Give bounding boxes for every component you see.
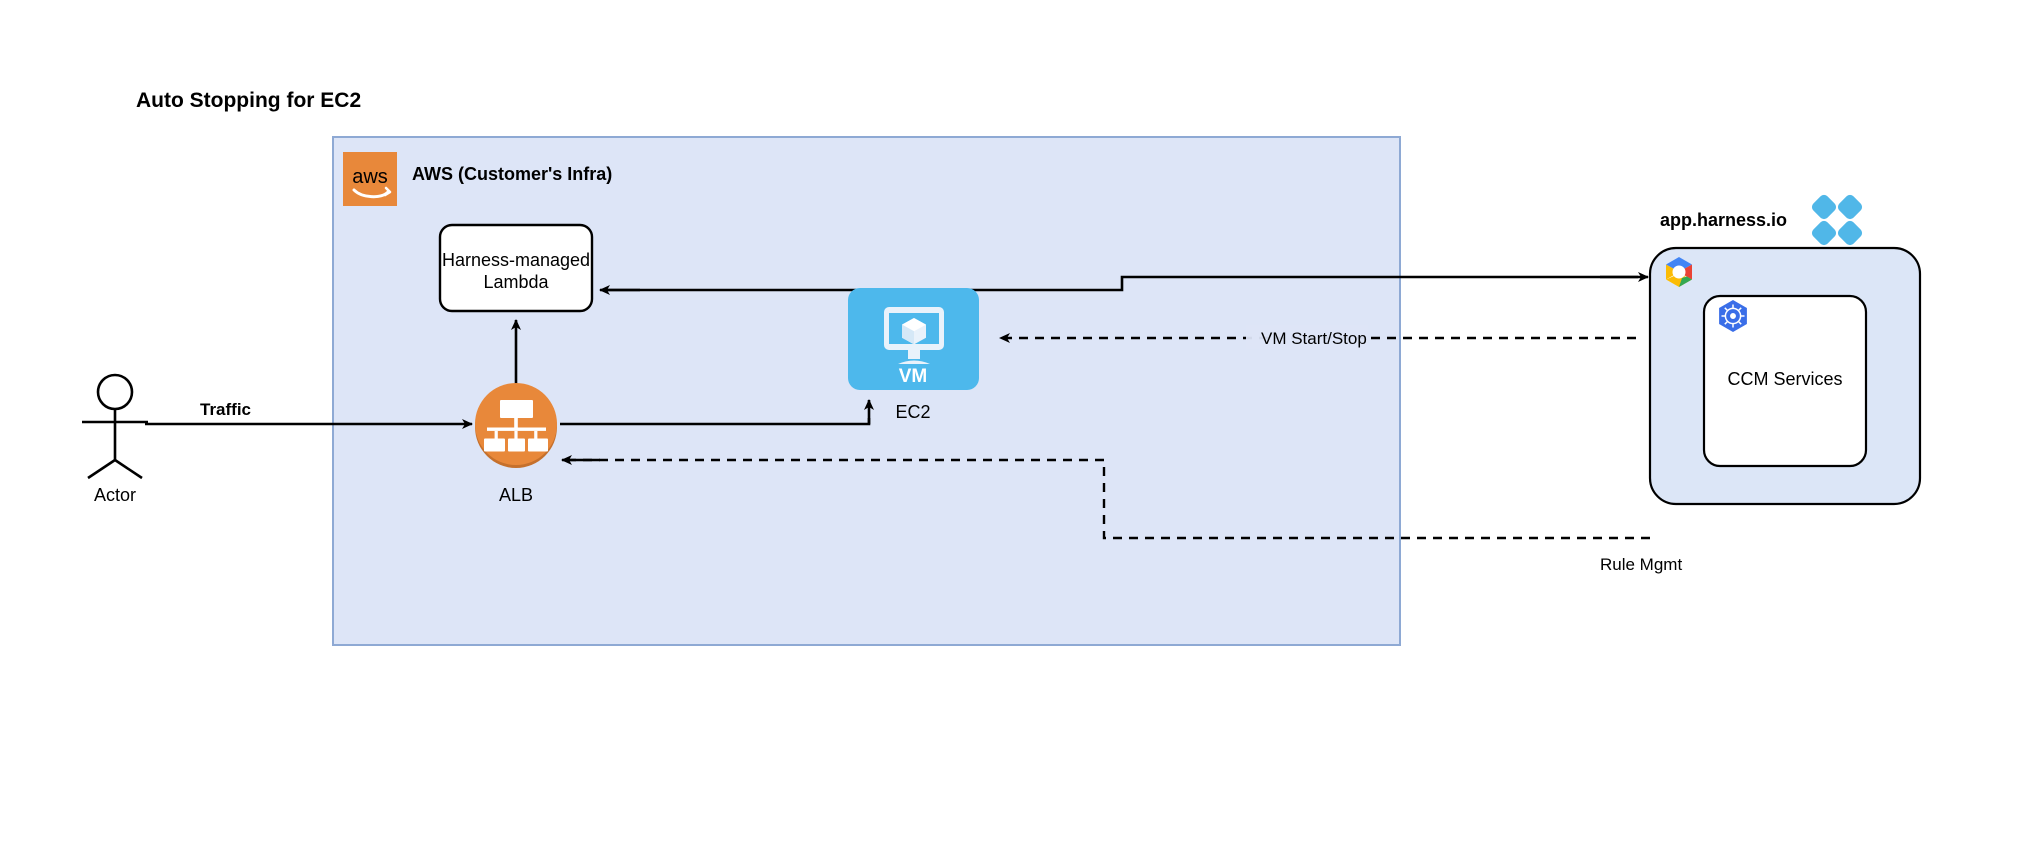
edge-vm-start-stop-label-bg xyxy=(1246,325,1368,349)
edge-rule-mgmt-label: Rule Mgmt xyxy=(1600,555,1682,574)
harness-logo xyxy=(1811,194,1863,246)
edge-rule-mgmt-path xyxy=(566,458,1650,540)
alb-label: ALB xyxy=(499,485,533,505)
page-title: Auto Stopping for EC2 xyxy=(136,89,361,112)
lambda-label-line2: Lambda xyxy=(483,272,549,292)
node-harness-managed-lambda[interactable]: Harness-managed Lambda xyxy=(438,223,594,313)
aws-logo: aws xyxy=(343,152,397,206)
vm-monitor-icon xyxy=(884,307,944,364)
ec2-label: EC2 xyxy=(895,402,930,422)
load-balancer-icon xyxy=(484,400,548,452)
kubernetes-icon xyxy=(1719,300,1747,332)
ccm-label: CCM Services xyxy=(1727,369,1842,389)
lambda-label-line1: Harness-managed xyxy=(442,250,590,270)
lambda-box[interactable] xyxy=(438,223,594,313)
ec2-inner-label: VM xyxy=(899,366,928,387)
actor-head-icon xyxy=(96,373,134,411)
edge-vm-start-stop-label: VM Start/Stop xyxy=(1261,329,1367,348)
node-ccm-services[interactable]: CCM Services xyxy=(1702,294,1868,468)
edge-traffic-label: Traffic xyxy=(200,400,251,419)
gcp-logo xyxy=(1666,257,1692,287)
actor xyxy=(82,373,148,480)
aws-logo-text: aws xyxy=(352,166,388,188)
aws-group-label: AWS (Customer's Infra) xyxy=(412,164,612,184)
node-alb[interactable] xyxy=(475,383,557,468)
harness-group-label: app.harness.io xyxy=(1660,210,1787,230)
node-ec2[interactable]: VM xyxy=(848,288,979,390)
ccm-box[interactable] xyxy=(1702,294,1868,468)
actor-label: Actor xyxy=(94,485,136,505)
